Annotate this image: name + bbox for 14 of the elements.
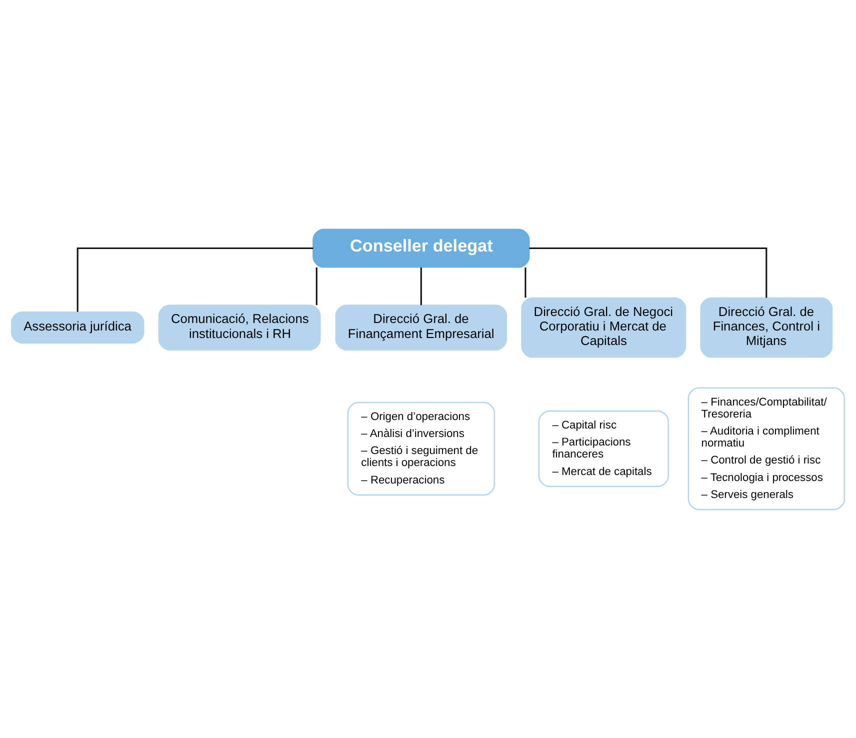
connector [420,266,422,305]
node-box: Assessoria jurídica [11,310,144,344]
connector [76,247,314,312]
node-box: Direcció Gral. de Negoci Corporatiu i Mercat de Capitals [521,296,686,358]
node-box: Direcció Gral. de Finançament Empresarial [335,304,508,350]
connector [316,266,318,305]
node-box: – Finances/Comptabilitat/ Tresoreria – Auditoria i compliment normatiu – Control de gestió i risc – Tecnologia i processos – Serveis generals [688,386,845,510]
node-box: – Origen d’operacions – Anàlisi d’inversions – Gestió i seguiment de clients i operacions – Recuperacions [347,401,496,496]
connector [529,247,768,298]
connector [524,266,526,298]
node-box: Comunicació, Relacions institucionals i RH [158,304,321,350]
node-box: – Capital risc – Participacions financeres – Mercat de capitals [538,410,669,487]
node-box: Conseller delegat [312,228,530,268]
node-box: Direcció Gral. de Finances, Control i Mitjans [700,296,833,358]
